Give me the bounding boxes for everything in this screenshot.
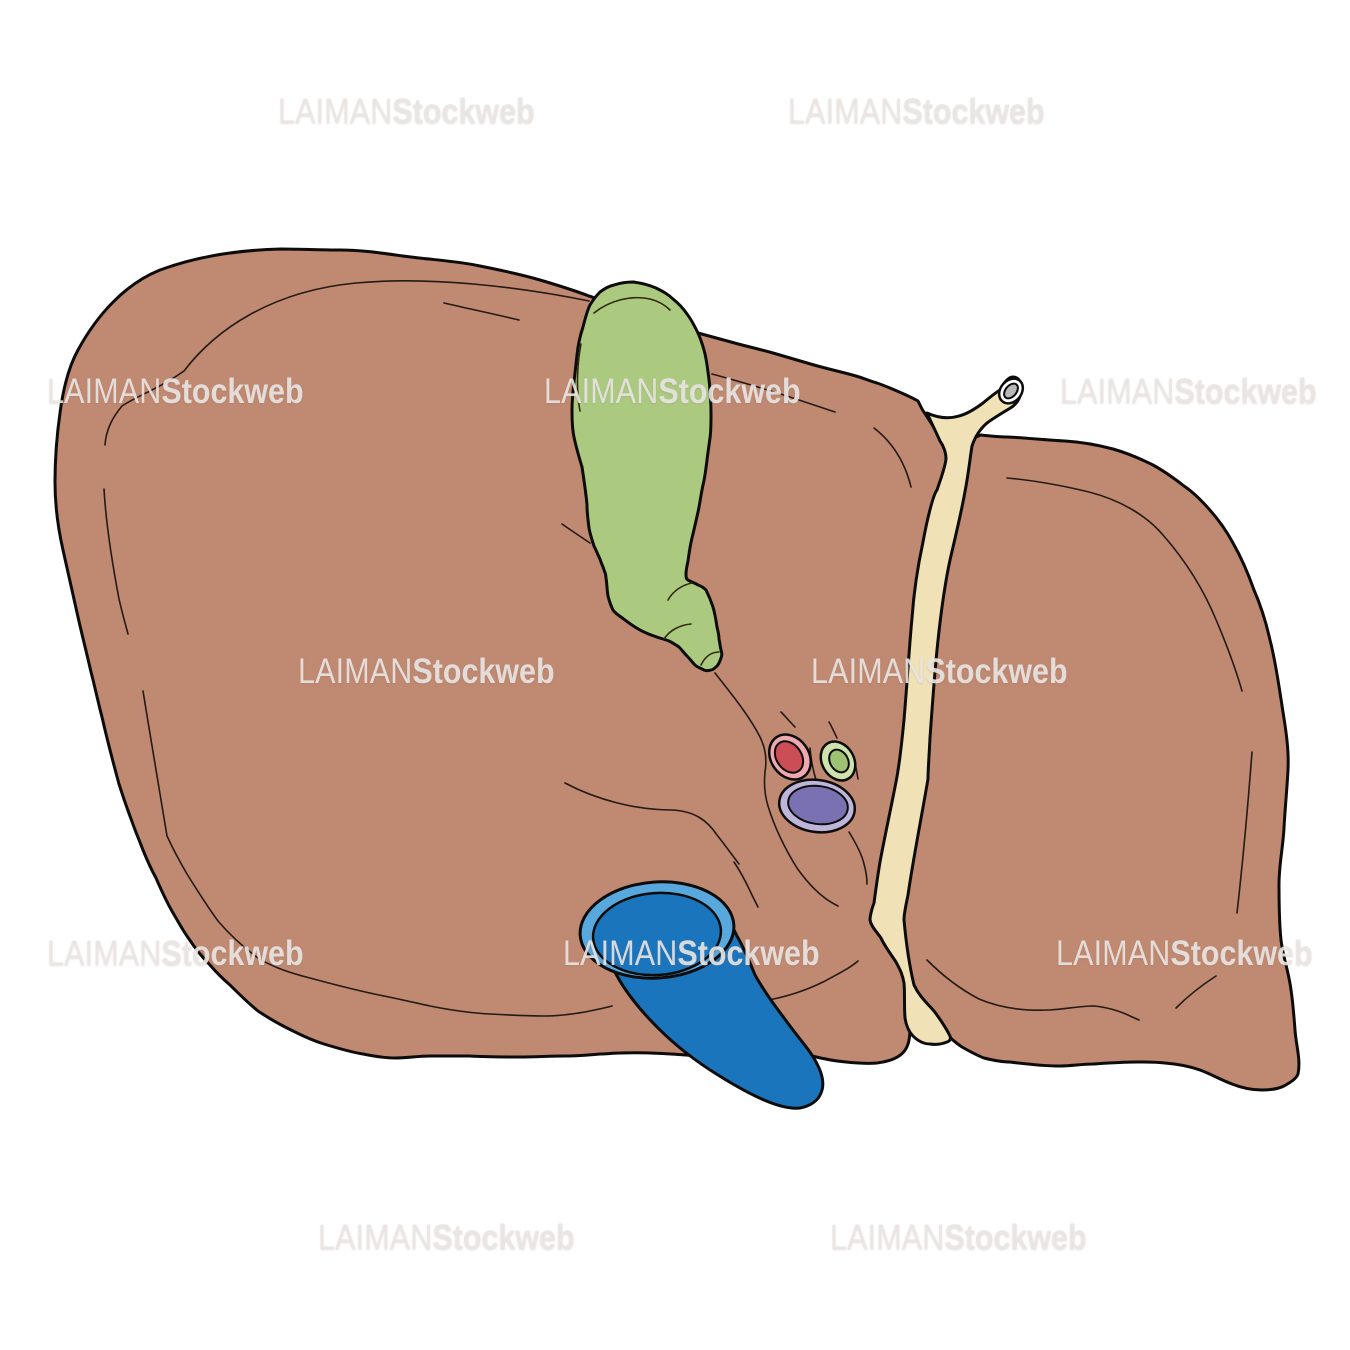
crease-left-bottom	[142, 690, 613, 1017]
bile-duct-core	[828, 748, 850, 774]
gallbladder-neck-line-1	[667, 582, 693, 601]
crease-above-cava-tail	[733, 861, 759, 908]
crease-under-portal-vein	[848, 831, 868, 885]
gallbladder-neck-line-2	[663, 623, 692, 640]
round-ligament	[868, 375, 1025, 1046]
crease-right-of-porta	[873, 427, 912, 488]
crease-gallbladder-neck-to-porta	[714, 672, 839, 907]
porta-hepatis-vessels	[767, 733, 857, 834]
gallbladder	[570, 280, 724, 673]
liver-shape	[53, 247, 1301, 1092]
portal-vein-core	[787, 784, 849, 826]
gallbladder-fundus-line	[593, 296, 671, 314]
gallbladder-shape	[570, 280, 724, 673]
crease-under-gallbladder	[561, 523, 591, 544]
crease-top-dash-left	[443, 302, 520, 321]
vena-cava-lumen	[591, 891, 723, 977]
gallbladder-left-line	[576, 343, 582, 412]
liver-surface-creases	[103, 280, 1253, 1021]
crease-above-cava	[564, 782, 740, 865]
gallbladder-details	[576, 296, 720, 666]
crease-top-dash-right	[711, 373, 836, 413]
ligament-band	[868, 375, 1023, 1046]
inferior-vena-cava	[578, 880, 825, 1110]
ligament-opening-core	[1003, 382, 1019, 400]
crease-right-edge	[1236, 751, 1253, 914]
crease-left-rim-dash	[103, 488, 129, 635]
crease-above-duct	[828, 721, 838, 739]
crease-bottom-right-of-cava	[767, 960, 859, 1001]
hepatic-artery-core	[773, 740, 805, 774]
crease-top-left-rim	[104, 280, 590, 446]
crease-right-lobe-top	[1006, 477, 1243, 692]
crease-bottom-right-hook	[1175, 975, 1217, 1009]
gallbladder-neck-line-3	[700, 651, 720, 666]
crease-above-artery	[780, 711, 796, 728]
crease-right-lobe-bottom	[926, 959, 1140, 1021]
